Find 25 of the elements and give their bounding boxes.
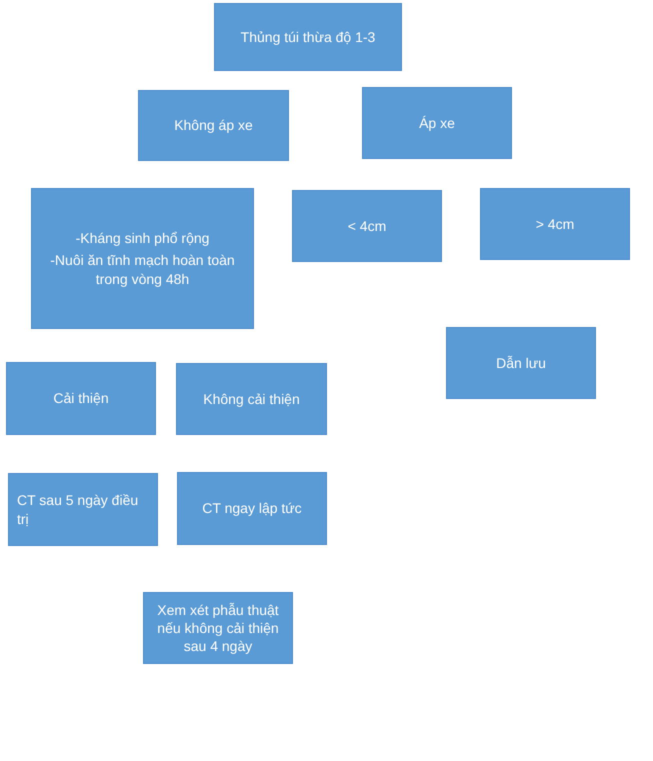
process-box xyxy=(446,327,596,399)
process-box xyxy=(362,87,512,159)
process-box xyxy=(177,472,327,545)
box-text: CT ngay lập tức xyxy=(202,499,302,518)
process-box xyxy=(138,90,289,161)
box-text: Không áp xe xyxy=(174,116,253,135)
process-box xyxy=(480,188,630,260)
box-text: Thủng túi thừa độ 1-3 xyxy=(240,28,376,46)
process-box xyxy=(214,3,402,71)
process-box xyxy=(143,592,293,664)
box-text: Cải thiện xyxy=(53,389,109,408)
process-box xyxy=(8,473,158,546)
box-text: Xem xét phẫu thuật nếu không cải thiện sau 4 ngày xyxy=(156,600,280,656)
box-text: Dẫn lưu xyxy=(496,354,546,372)
box-text: -Nuôi ăn tĩnh mạch hoàn toàn trong vòng 48h xyxy=(49,251,236,288)
box-text: Áp xe xyxy=(419,114,455,132)
box-text: < 4cm xyxy=(348,216,386,236)
process-box xyxy=(292,190,442,262)
box-text: > 4cm xyxy=(536,214,574,234)
process-box xyxy=(31,188,254,329)
box-text: Không cải thiện xyxy=(203,390,300,408)
box-text: -Kháng sinh phổ rộng xyxy=(76,229,210,248)
process-box xyxy=(6,362,156,435)
box-text: CT sau 5 ngày điều trị xyxy=(17,491,140,528)
process-box xyxy=(176,363,327,435)
